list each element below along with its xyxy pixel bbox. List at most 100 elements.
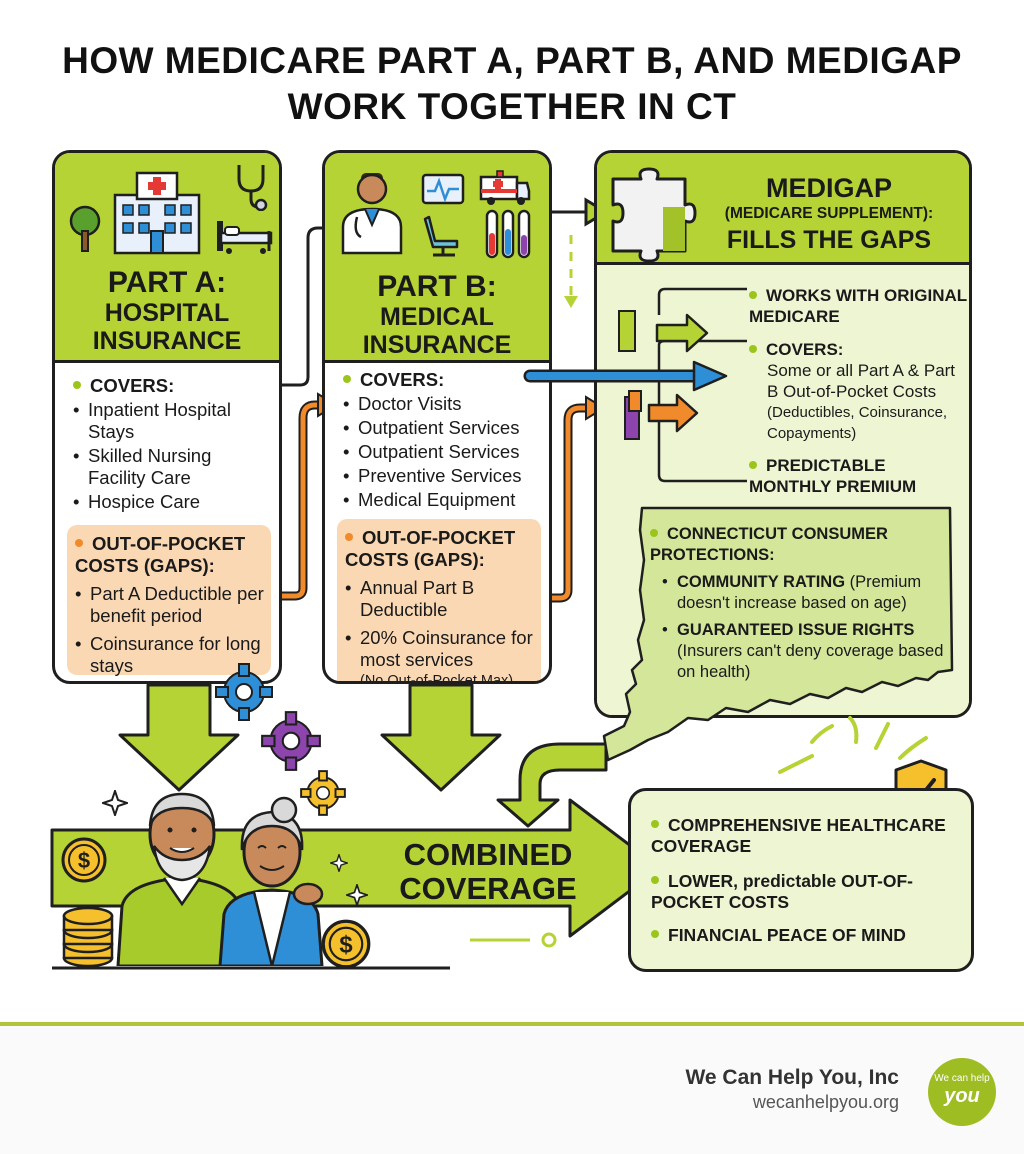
gear-icon (215, 663, 273, 721)
part-b-cover-item: Doctor Visits (343, 393, 549, 415)
result-item: FINANCIAL PEACE OF MIND (651, 925, 906, 946)
company-logo: We can help you (928, 1058, 996, 1126)
part-a-title: PART A: HOSPITAL INSURANCE (55, 266, 279, 356)
page-title: HOW MEDICARE PART A, PART B, AND MEDIGAP… (0, 38, 1024, 130)
medigap-title-line-2: (MEDICARE SUPPLEMENT): (724, 205, 934, 222)
monitor-icon (421, 173, 465, 205)
result-item: COMPREHENSIVE HEALTHCARE COVERAGE (651, 815, 971, 857)
result-box: COMPREHENSIVE HEALTHCARE COVERAGE LOWER,… (628, 788, 974, 972)
coin-stack-icon (62, 906, 114, 968)
ct-rating-label: COMMUNITY RATING (677, 573, 846, 591)
medigap-item-covers-note: (Deductibles, Coinsurance, Copayments) (767, 404, 948, 442)
dollar-coin-icon: $ (61, 837, 107, 883)
part-b-costs: OUT-OF-POCKET COSTS (GAPS): Annual Part … (345, 527, 539, 684)
company-name: We Can Help You, Inc (685, 1066, 899, 1089)
ct-issue-text: (Insurers can't deny coverage based on h… (677, 642, 944, 681)
part-b-title: PART B: MEDICAL INSURANCE (325, 270, 549, 360)
tree-icon (69, 205, 101, 252)
part-a-cover-item: Inpatient Hospital Stays (73, 399, 273, 443)
part-a-costs-label: OUT-OF-POCKET COSTS (GAPS): (75, 533, 269, 577)
combined-line-1: COMBINED (403, 837, 573, 872)
part-a-cost-item: Part A Deductible per benefit period (75, 583, 269, 627)
part-b-covers: COVERS: Doctor Visits Outpatient Service… (343, 369, 549, 511)
company-url[interactable]: wecanhelpyou.org (752, 1092, 899, 1112)
part-a-title-line-3: INSURANCE (92, 327, 242, 355)
medigap-title-line-3: FILLS THE GAPS (726, 226, 932, 254)
part-b-covers-label: COVERS: (343, 369, 549, 391)
medigap-item-premium: PREDICTABLE MONTHLY PREMIUM (749, 455, 959, 497)
sparkle-icon (346, 884, 368, 906)
medigap-title-line-1: MEDIGAP (765, 173, 892, 203)
hospital-bed-icon (217, 221, 273, 254)
test-tubes-icon (485, 209, 531, 259)
dollar-coin-icon: $ (321, 919, 371, 969)
blue-arrow (523, 360, 728, 392)
stethoscope-icon (237, 165, 268, 211)
part-a-cost-item: Coinsurance for long stays (75, 633, 269, 677)
part-b-title-line-3: INSURANCE (362, 331, 512, 359)
part-b-costs-label: OUT-OF-POCKET COSTS (GAPS): (345, 527, 539, 571)
part-a-covers: COVERS: Inpatient Hospital Stays Skilled… (73, 375, 273, 513)
medigap-item-covers-text: Some or all Part A & Part B Out-of-Pocke… (767, 361, 956, 401)
part-a-cover-item: Skilled Nursing Facility Care (73, 445, 273, 489)
medigap-header: MEDIGAP (MEDICARE SUPPLEMENT): FILLS THE… (597, 153, 969, 265)
result-item-text: LOWER, predictable OUT-OF-POCKET COSTS (651, 871, 914, 912)
part-b-cover-item: Outpatient Services (343, 417, 549, 439)
part-b-title-line-1: PART B: (377, 270, 497, 303)
part-a-covers-label: COVERS: (73, 375, 273, 397)
combined-line-2: COVERAGE (399, 871, 577, 906)
combined-coverage-label: COMBINED COVERAGE (388, 838, 588, 906)
part-b-cost-item: Annual Part B Deductible (345, 577, 539, 621)
ambulance-icon (479, 170, 531, 205)
sparkle-icon (102, 790, 128, 816)
part-a-cover-item: Hospice Care (73, 491, 273, 513)
title-line-2: WORK TOGETHER IN CT (287, 86, 737, 127)
dental-chair-icon (423, 215, 459, 257)
result-item-text: FINANCIAL PEACE OF MIND (651, 925, 906, 945)
logo-small-text: We can help (934, 1073, 990, 1084)
part-a-costs: OUT-OF-POCKET COSTS (GAPS): Part A Deduc… (75, 533, 269, 677)
ct-rating-text: (Premium doesn't increase based on age) (677, 573, 922, 612)
result-item: LOWER, predictable OUT-OF-POCKET COSTS (651, 871, 971, 913)
ct-issue-label: GUARANTEED ISSUE RIGHTS (677, 621, 915, 639)
ct-protections: CONNECTICUT CONSUMER PROTECTIONS: COMMUN… (650, 524, 950, 683)
puzzle-icon (611, 167, 697, 263)
medigap-item-premium-text: PREDICTABLE MONTHLY PREMIUM (749, 456, 917, 496)
ct-community-rating: COMMUNITY RATING (Premium doesn't increa… (662, 572, 950, 614)
part-b-cost-note: (No Out-of-Pocket Max) (360, 673, 514, 684)
part-a-header: PART A: HOSPITAL INSURANCE (55, 153, 279, 363)
medigap-connector-lines (618, 287, 747, 483)
svg-text:$: $ (78, 848, 90, 873)
svg-text:$: $ (339, 932, 352, 959)
gear-icon (261, 711, 321, 771)
medigap-item-covers-label: COVERS: (749, 339, 969, 360)
medigap-item-covers: COVERS: Some or all Part A & Part B Out-… (749, 339, 969, 444)
footer (0, 1026, 1024, 1154)
part-b-cover-item: Preventive Services (343, 465, 549, 487)
gear-icon (300, 770, 346, 816)
part-b-title-line-2: MEDICAL (380, 303, 494, 331)
medigap-title: MEDIGAP (MEDICARE SUPPLEMENT): FILLS THE… (689, 173, 969, 255)
sun-rays-decoration (778, 716, 928, 774)
doctor-icon (341, 173, 403, 255)
part-a-title-line-2: HOSPITAL (104, 299, 230, 327)
part-b-cost-item: 20% Coinsurance for most services (345, 627, 539, 671)
part-a-panel: PART A: HOSPITAL INSURANCE COVERS: Inpat… (52, 150, 282, 684)
footer-brand: We Can Help You, Inc wecanhelpyou.org (685, 1066, 899, 1113)
result-item-text: COMPREHENSIVE HEALTHCARE COVERAGE (651, 815, 946, 856)
part-a-title-line-1: PART A: (107, 266, 227, 299)
logo-big-text: you (944, 1085, 980, 1107)
ct-heading: CONNECTICUT CONSUMER PROTECTIONS: (650, 524, 950, 566)
hospital-icon (113, 171, 201, 255)
part-b-cover-item: Outpatient Services (343, 441, 549, 463)
medigap-item-works: WORKS WITH ORIGINAL MEDICARE (749, 285, 969, 327)
seniors-illustration (116, 792, 324, 966)
title-line-1: HOW MEDICARE PART A, PART B, AND MEDIGAP (62, 40, 962, 81)
part-b-panel: PART B: MEDICAL INSURANCE COVERS: Doctor… (322, 150, 552, 684)
medigap-item-works-text: WORKS WITH ORIGINAL MEDICARE (749, 286, 967, 326)
ct-guaranteed-issue: GUARANTEED ISSUE RIGHTS (Insurers can't … (662, 620, 950, 683)
sparkle-icon (330, 854, 348, 872)
footer-divider (0, 1022, 1024, 1026)
part-b-cover-item: Medical Equipment (343, 489, 549, 511)
part-b-header: PART B: MEDICAL INSURANCE (325, 153, 549, 363)
